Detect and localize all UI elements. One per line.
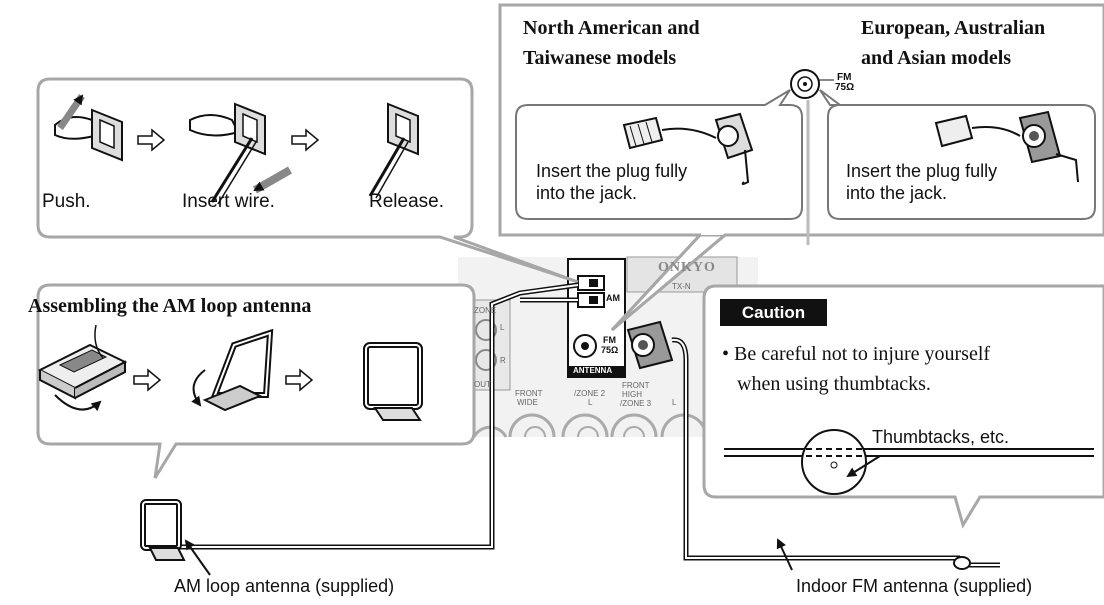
north-american-title-line2: Taiwanese models (523, 47, 677, 69)
release-step-label: Release. (369, 191, 444, 212)
fm-plug-north-american (622, 112, 754, 185)
release-step-illustration (368, 102, 419, 199)
antenna-terminal-label: ANTENNA (573, 366, 613, 375)
thumbtack-pointer-arrow (846, 455, 881, 478)
am-antenna-wire (180, 282, 579, 550)
am-loop-antenna (140, 499, 186, 561)
fm-ohm-terminal-label: 75Ω (601, 345, 619, 355)
push-step-illustration (54, 94, 123, 162)
am-assembly-title: Assembling the AM loop antenna (28, 295, 312, 317)
panel-label-l: L (500, 323, 505, 332)
receiver-brand: ONKYO (658, 260, 716, 275)
wire-steps-callout (36, 77, 579, 284)
am-assembly-step2 (191, 328, 274, 412)
north-american-title-line1: North American and (523, 17, 700, 39)
caution-bullet: • (722, 343, 730, 365)
european-title-line2: and Asian models (861, 47, 1012, 69)
insert-wire-step-illustration (189, 102, 292, 205)
panel-label-front-high-3: /ZONE 3 (620, 399, 652, 408)
european-instruction-line1: Insert the plug fully (846, 161, 998, 181)
fm-antenna-caption: Indoor FM antenna (supplied) (796, 576, 1033, 596)
jack-ohm-label: 75Ω (835, 82, 855, 93)
thumbtacks-label: Thumbtacks, etc. (872, 427, 1010, 447)
panel-label-out: OUT (474, 380, 491, 389)
caution-badge: Caution (720, 299, 827, 326)
panel-label-front-high-1: FRONT (622, 381, 650, 390)
panel-label-zone: ZONE (474, 306, 497, 315)
thumbtack-illustration (724, 429, 1094, 495)
caution-text-line1: Be careful not to injure yourself (734, 343, 991, 365)
north-american-instruction: Insert the plug fully into the jack. (536, 160, 687, 204)
panel-label-l2: L (672, 398, 677, 407)
fm-antenna-pointer-arrow (776, 538, 793, 571)
am-assembly-callout (36, 283, 476, 479)
jack-fm-label: FM (837, 72, 852, 83)
receiver-model: TX-N (672, 282, 691, 291)
european-title: European, Australian and Asian models (861, 13, 1045, 73)
panel-label-r: R (500, 356, 506, 365)
panel-label-front-high-2: HIGH (622, 390, 642, 399)
caution-text-line2: when using thumbtacks. (737, 373, 931, 395)
european-title-line1: European, Australian (861, 17, 1046, 39)
panel-label-zone2-1: /ZONE 2 (574, 389, 606, 398)
european-instruction-line2: into the jack. (846, 183, 948, 203)
caution-text: • Be careful not to injure yourself when… (722, 339, 990, 399)
antenna-terminal-block (567, 258, 626, 378)
north-american-instruction-line1: Insert the plug fully (536, 161, 688, 181)
insert-wire-step-label: Insert wire. (182, 191, 275, 212)
step-arrow-icon (291, 128, 320, 152)
panel-label-zone2-2: L (588, 398, 593, 407)
step-arrow-icon (133, 368, 162, 392)
north-american-instruction-line2: into the jack. (536, 183, 638, 203)
am-antenna-caption: AM loop antenna (supplied) (174, 576, 395, 596)
fm-plug-connected (626, 320, 674, 370)
push-step-label: Push. (42, 191, 91, 212)
step-arrow-icon (285, 368, 314, 392)
european-instruction: Insert the plug fully into the jack. (846, 160, 997, 204)
am-assembly-step1 (37, 324, 128, 412)
am-antenna-pointer-arrow (184, 539, 211, 576)
fm-plug-european (934, 110, 1079, 183)
north-american-title: North American and Taiwanese models (523, 13, 700, 73)
panel-label-front-wide-1: FRONT (515, 389, 543, 398)
fm-antenna-wire (671, 337, 1000, 570)
am-terminal-label: AM (606, 293, 620, 303)
fm-terminal-label: FM (603, 335, 616, 345)
panel-label-front-wide-2: WIDE (517, 398, 538, 407)
step-arrow-icon (137, 128, 166, 152)
am-assembly-step3 (363, 342, 423, 421)
